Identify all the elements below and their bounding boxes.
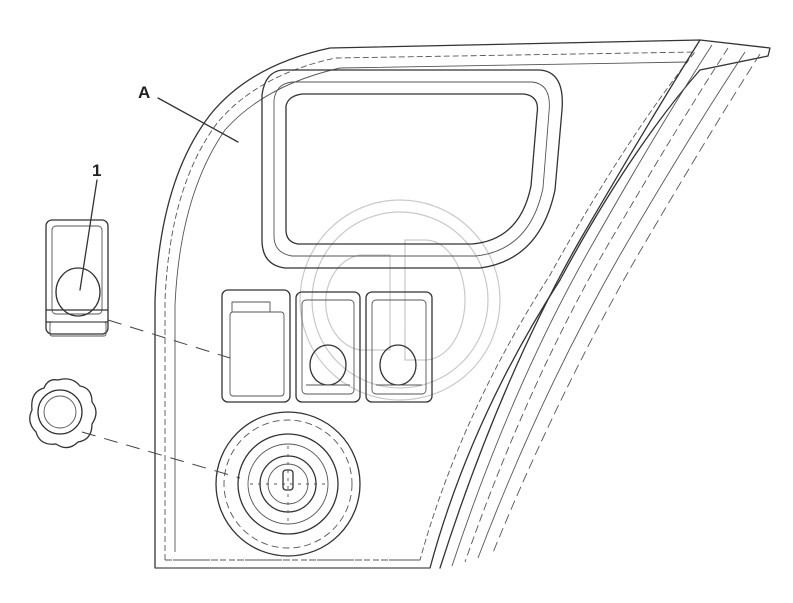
display-window <box>261 69 563 269</box>
rocker-switch-left <box>295 291 361 403</box>
label-a: A <box>138 83 150 102</box>
leader-line-1 <box>79 179 98 291</box>
detached-knob <box>29 378 97 449</box>
leader-line-a <box>157 97 239 143</box>
blank-switch-slot <box>221 289 291 403</box>
explode-line-switch <box>107 319 231 359</box>
ignition-switch <box>215 411 361 557</box>
label-1: 1 <box>92 161 101 180</box>
rocker-switch-right <box>365 291 433 403</box>
watermark-logo <box>299 199 501 401</box>
side-panel-housing <box>154 39 771 569</box>
explode-line-knob <box>81 431 241 479</box>
detached-switch <box>45 219 109 337</box>
